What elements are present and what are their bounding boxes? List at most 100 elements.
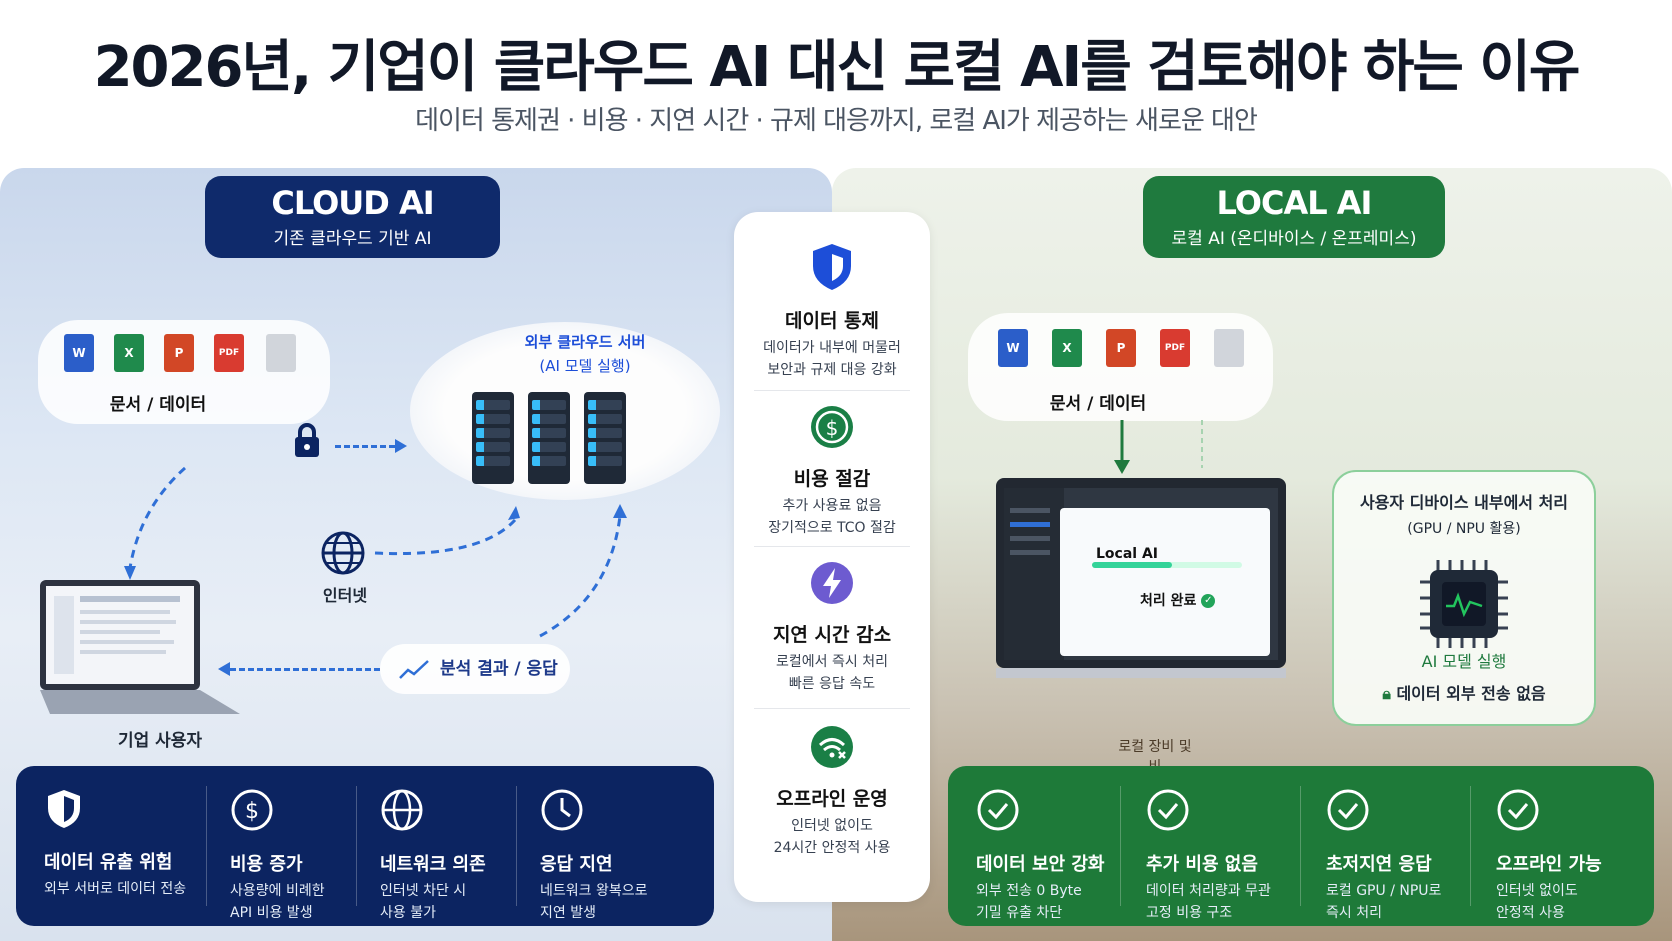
cloud-server-label-line1: 외부 클라우드 서버: [524, 333, 646, 351]
device-title-line2: (GPU / NPU 활용): [1407, 521, 1521, 537]
cloud-risk-desc: 지연 발생: [540, 905, 596, 921]
pdf-doc-icon: PDF: [1160, 329, 1190, 367]
clock-icon: [541, 789, 583, 831]
local-docs-label: 문서 / 데이터: [1049, 394, 1147, 414]
cloud-risk-desc: 네트워크 왕복으로: [540, 883, 648, 899]
cloud-server-icon: [410, 322, 720, 500]
local-benefit-item: 오프라인 가능 인터넷 없이도 안정적 사용: [1496, 788, 1602, 924]
local-benefits-bar: 데이터 보안 강화 외부 전송 0 Byte 기밀 유출 차단 추가 비용 없음…: [948, 766, 1654, 926]
divider: [516, 786, 517, 906]
local-benefit-desc: 즉시 처리: [1326, 905, 1382, 921]
local-benefit-item: 데이터 보안 강화 외부 전송 0 Byte 기밀 유출 차단: [976, 788, 1104, 924]
cloud-risk-title: 비용 증가: [230, 854, 303, 875]
text-doc-icon: [266, 334, 296, 372]
local-benefit-desc: 안정적 사용: [1496, 905, 1565, 921]
text-doc-icon: [1214, 329, 1244, 367]
result-pill: 분석 결과 / 응답: [380, 644, 570, 694]
divider: [1300, 786, 1301, 906]
enterprise-user-label: 기업 사용자: [117, 731, 203, 751]
mid-item-title: 지연 시간 감소: [772, 624, 892, 646]
cloud-risk-desc: 사용 불가: [380, 905, 436, 921]
divider: [356, 786, 357, 906]
no-upload-label: 🔒︎ 데이터 외부 전송 없음: [1332, 680, 1596, 704]
cloud-risk-desc: 사용량에 비례한: [230, 883, 325, 899]
check-icon: ✓: [1201, 594, 1216, 608]
svg-text:$: $: [826, 416, 839, 440]
mid-item-title: 데이터 통제: [784, 310, 879, 332]
mid-item-desc-line: 로컬에서 즉시 처리: [776, 654, 888, 670]
device-title: 사용자 디바이스 내부에서 처리 (GPU / NPU 활용): [1332, 490, 1596, 542]
globe-icon: [321, 531, 365, 575]
word-doc-icon: W: [64, 334, 94, 372]
mid-item-desc-line: 인터넷 없이도: [791, 818, 873, 834]
shield-icon: [48, 790, 80, 828]
excel-doc-icon: X: [114, 334, 144, 372]
cloud-risk-title: 응답 지연: [540, 854, 613, 875]
cloud-risk-item: 데이터 유출 위험 외부 서버로 데이터 전송: [44, 788, 186, 900]
pdf-doc-icon: PDF: [214, 334, 244, 372]
mid-item-desc-line: 보안과 규제 대응 강화: [767, 362, 897, 378]
local-laptop-icon: [996, 478, 1286, 678]
cloud-docs-box: W X P PDF 문서 / 데이터: [38, 320, 330, 424]
local-benefit-desc: 기밀 유출 차단: [976, 905, 1063, 921]
check-circle-icon: [1327, 789, 1369, 831]
trend-chart-icon: [399, 660, 429, 679]
shield-icon: [813, 244, 851, 290]
divider: [1470, 786, 1471, 906]
mid-item-title: 비용 절감: [793, 468, 871, 490]
page-subtitle: 데이터 통제권 · 비용 · 지연 시간 · 규제 대응까지, 로컬 AI가 제…: [415, 106, 1258, 136]
local-flow-arrows: [1114, 420, 1203, 474]
cloud-risk-item: 네트워크 의존 인터넷 차단 시 사용 불가: [380, 788, 486, 924]
local-benefit-desc: 데이터 처리량과 무관: [1146, 883, 1271, 899]
user-laptop-icon: [40, 580, 240, 714]
app-status-label: 처리 완료: [1140, 593, 1197, 609]
response-arrow: [218, 662, 380, 676]
cloud-risk-desc: 외부 서버로 데이터 전송: [44, 881, 187, 897]
ppt-doc-icon: P: [1106, 329, 1136, 367]
cloud-docs-label: 문서 / 데이터: [109, 395, 207, 415]
internet-label: 인터넷: [322, 586, 368, 605]
divider: [754, 390, 910, 391]
svg-text:$: $: [245, 799, 259, 824]
mid-item-desc-line: 추가 사용료 없음: [782, 498, 882, 514]
local-benefit-desc: 인터넷 없이도: [1496, 883, 1578, 899]
check-circle-icon: [977, 789, 1019, 831]
wifi-off-icon: [811, 726, 853, 768]
device-title-line1: 사용자 디바이스 내부에서 처리: [1359, 493, 1569, 512]
local-ai-header-subtitle: 로컬 AI (온디바이스 / 온프레미스): [1171, 229, 1417, 249]
cloud-ai-header: CLOUD AI 기존 클라우드 기반 AI: [205, 176, 500, 258]
server-rack-icon: [528, 392, 570, 484]
dollar-icon: $: [811, 406, 853, 448]
mid-item-desc-line: 장기적으로 TCO 절감: [768, 520, 896, 536]
local-ai-header-title: LOCAL AI: [1216, 184, 1373, 222]
app-status: 처리 완료 ✓: [1140, 590, 1216, 610]
ai-model-label: AI 모델 실행: [1421, 652, 1507, 671]
local-benefit-desc: 로컬 GPU / NPU로: [1326, 883, 1442, 899]
mid-item-desc-line: 데이터가 내부에 머물러: [763, 340, 901, 356]
cloud-risk-title: 네트워크 의존: [380, 854, 486, 875]
local-benefit-title: 데이터 보안 강화: [976, 854, 1105, 875]
check-circle-icon: [1497, 789, 1539, 831]
divider: [206, 786, 207, 906]
local-benefit-item: 추가 비용 없음 데이터 처리량과 무관 고정 비용 구조: [1146, 788, 1271, 924]
cloud-risk-desc: API 비용 발생: [230, 905, 313, 921]
cloud-risk-desc: 인터넷 차단 시: [380, 883, 467, 899]
result-label: 분석 결과 / 응답: [440, 659, 558, 679]
local-benefit-desc: 외부 전송 0 Byte: [976, 883, 1082, 899]
server-rack-icon: [472, 392, 514, 484]
no-upload-text: 데이터 외부 전송 없음: [1396, 684, 1546, 703]
cloud-risk-item: $ 비용 증가 사용량에 비례한 API 비용 발생: [230, 788, 325, 924]
mid-item-title: 오프라인 운영: [776, 788, 888, 810]
local-benefit-title: 오프라인 가능: [1496, 854, 1602, 875]
cloud-risk-item: 응답 지연 네트워크 왕복으로 지연 발생: [540, 788, 648, 924]
cloud-flow-arrows: [124, 466, 627, 638]
